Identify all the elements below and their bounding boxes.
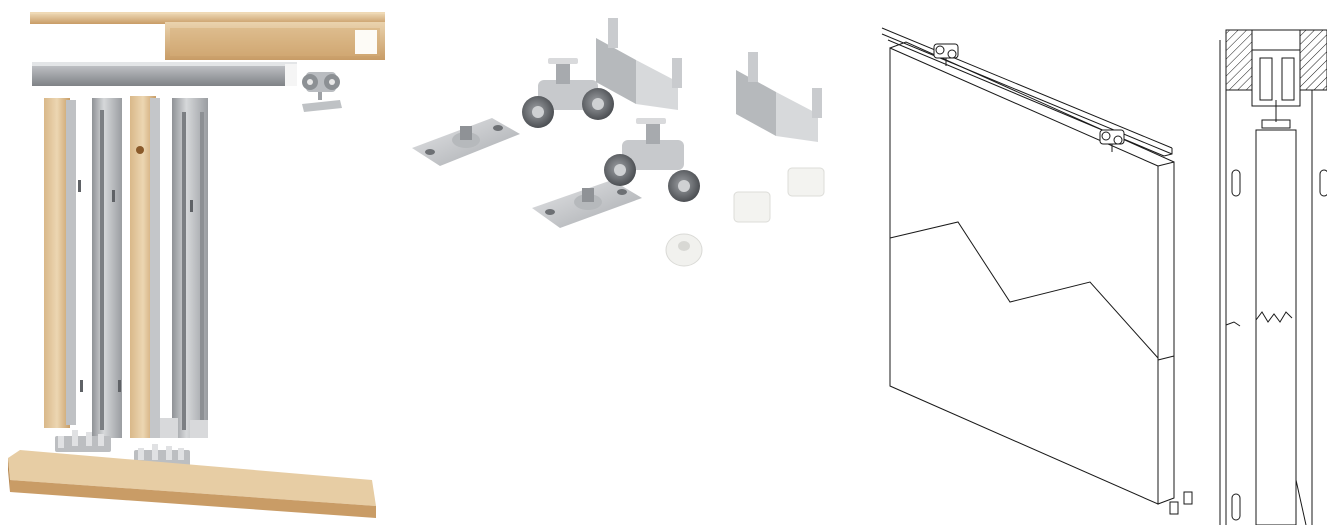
door-leaf-section xyxy=(1225,129,1307,525)
roller-trolley xyxy=(302,72,342,112)
vertical-studs xyxy=(44,96,208,438)
roller-hardware-set xyxy=(400,0,860,525)
trolley-right xyxy=(604,118,700,202)
floor-guide xyxy=(1169,491,1193,515)
hardware-illustration xyxy=(412,18,825,267)
door-panel xyxy=(889,41,1175,505)
plastic-guides xyxy=(665,167,825,267)
mounting-plate-left xyxy=(412,118,520,166)
door-track-isometric-drawing xyxy=(860,0,1200,525)
u-bracket-left xyxy=(596,18,682,110)
steel-track-channel xyxy=(32,62,297,86)
track-roller-right xyxy=(1099,129,1125,152)
frame-kit-illustration xyxy=(8,12,385,518)
section-drawing xyxy=(1219,29,1327,525)
header-section xyxy=(1225,29,1327,129)
u-bracket-right xyxy=(736,52,822,142)
track-rail xyxy=(881,27,1173,157)
trolley-left xyxy=(522,58,614,128)
track-section-drawing xyxy=(1200,0,1327,525)
top-wood-header xyxy=(30,12,385,60)
bottom-wood-board xyxy=(8,450,376,518)
mounting-plate-right xyxy=(532,180,642,228)
side-walls xyxy=(1219,40,1327,525)
track-roller-left xyxy=(933,43,959,66)
door-drawing xyxy=(881,27,1193,515)
wooden-pocket-frame-kit xyxy=(0,0,400,525)
